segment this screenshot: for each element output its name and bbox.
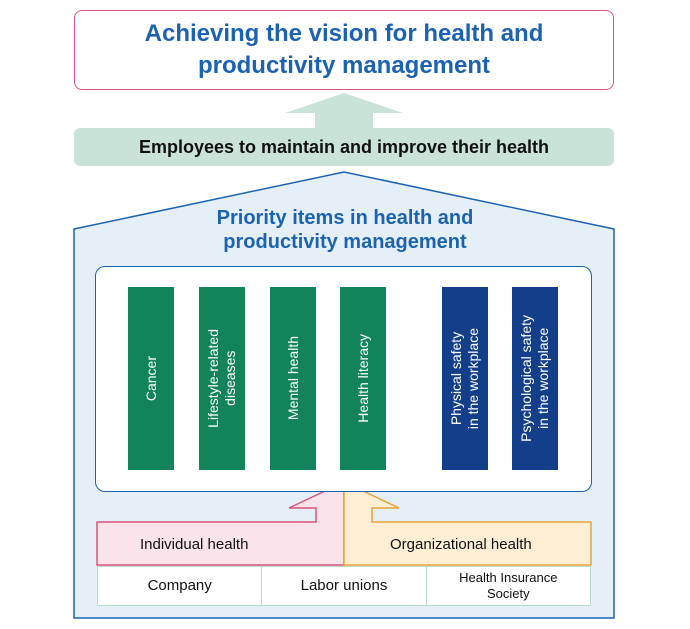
pillar-cancer: Cancer <box>128 287 174 470</box>
stakeholder-health-insurance-society: Health Insurance Society <box>459 570 558 601</box>
pillar-physical-safety: Physical safety in the workplace <box>442 287 488 470</box>
organizational-health-arrow <box>343 480 592 566</box>
individual-health-arrow <box>96 480 345 566</box>
stakeholder-row: Company Labor unions Health Insurance So… <box>97 566 591 606</box>
pillar-mental-health: Mental health <box>270 287 316 470</box>
employees-label: Employees to maintain and improve their … <box>138 136 550 157</box>
pillar-lifestyle-diseases: Lifestyle-related diseases <box>199 287 245 470</box>
organizational-health-label: Organizational health <box>390 536 532 553</box>
pillar-health-literacy: Health literacy <box>340 287 386 470</box>
stakeholder-company: Company <box>98 567 263 605</box>
employees-bar: Employees to maintain and improve their … <box>74 128 614 166</box>
priority-title: Priority items in health and productivit… <box>216 207 474 253</box>
vision-box: Achieving the vision for health and prod… <box>74 10 614 90</box>
pillar-psychological-safety: Psychological safety in the workplace <box>512 287 558 470</box>
vision-title: Achieving the vision for health and prod… <box>144 20 544 79</box>
up-arrow-icon <box>285 93 403 128</box>
individual-health-label: Individual health <box>140 536 249 553</box>
stakeholder-labor-unions: Labor unions <box>262 567 427 605</box>
